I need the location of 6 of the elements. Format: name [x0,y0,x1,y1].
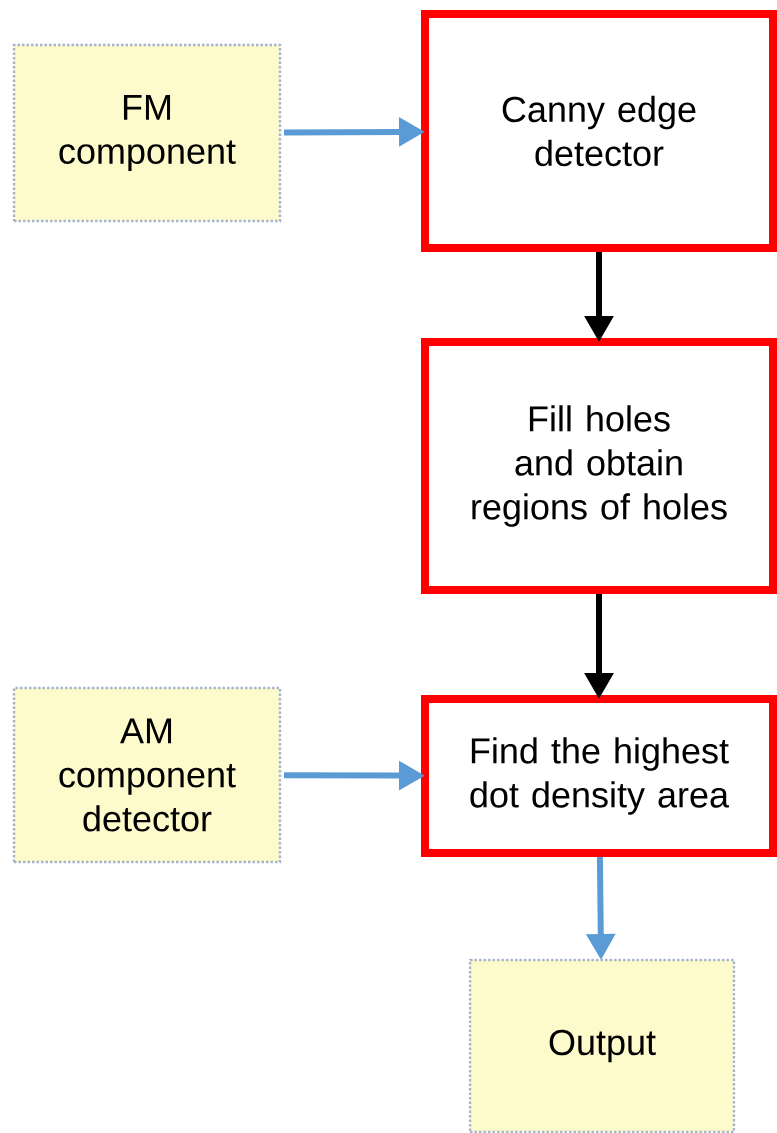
process-box: Canny edge detector [421,10,777,252]
process-box: Find the highest dot density area [421,695,777,857]
process-box: Fill holes and obtain regions of holes [421,338,777,594]
input-box: AM component detector [12,686,282,864]
input-box: Output [468,958,736,1133]
input-box: FM component [12,43,282,223]
